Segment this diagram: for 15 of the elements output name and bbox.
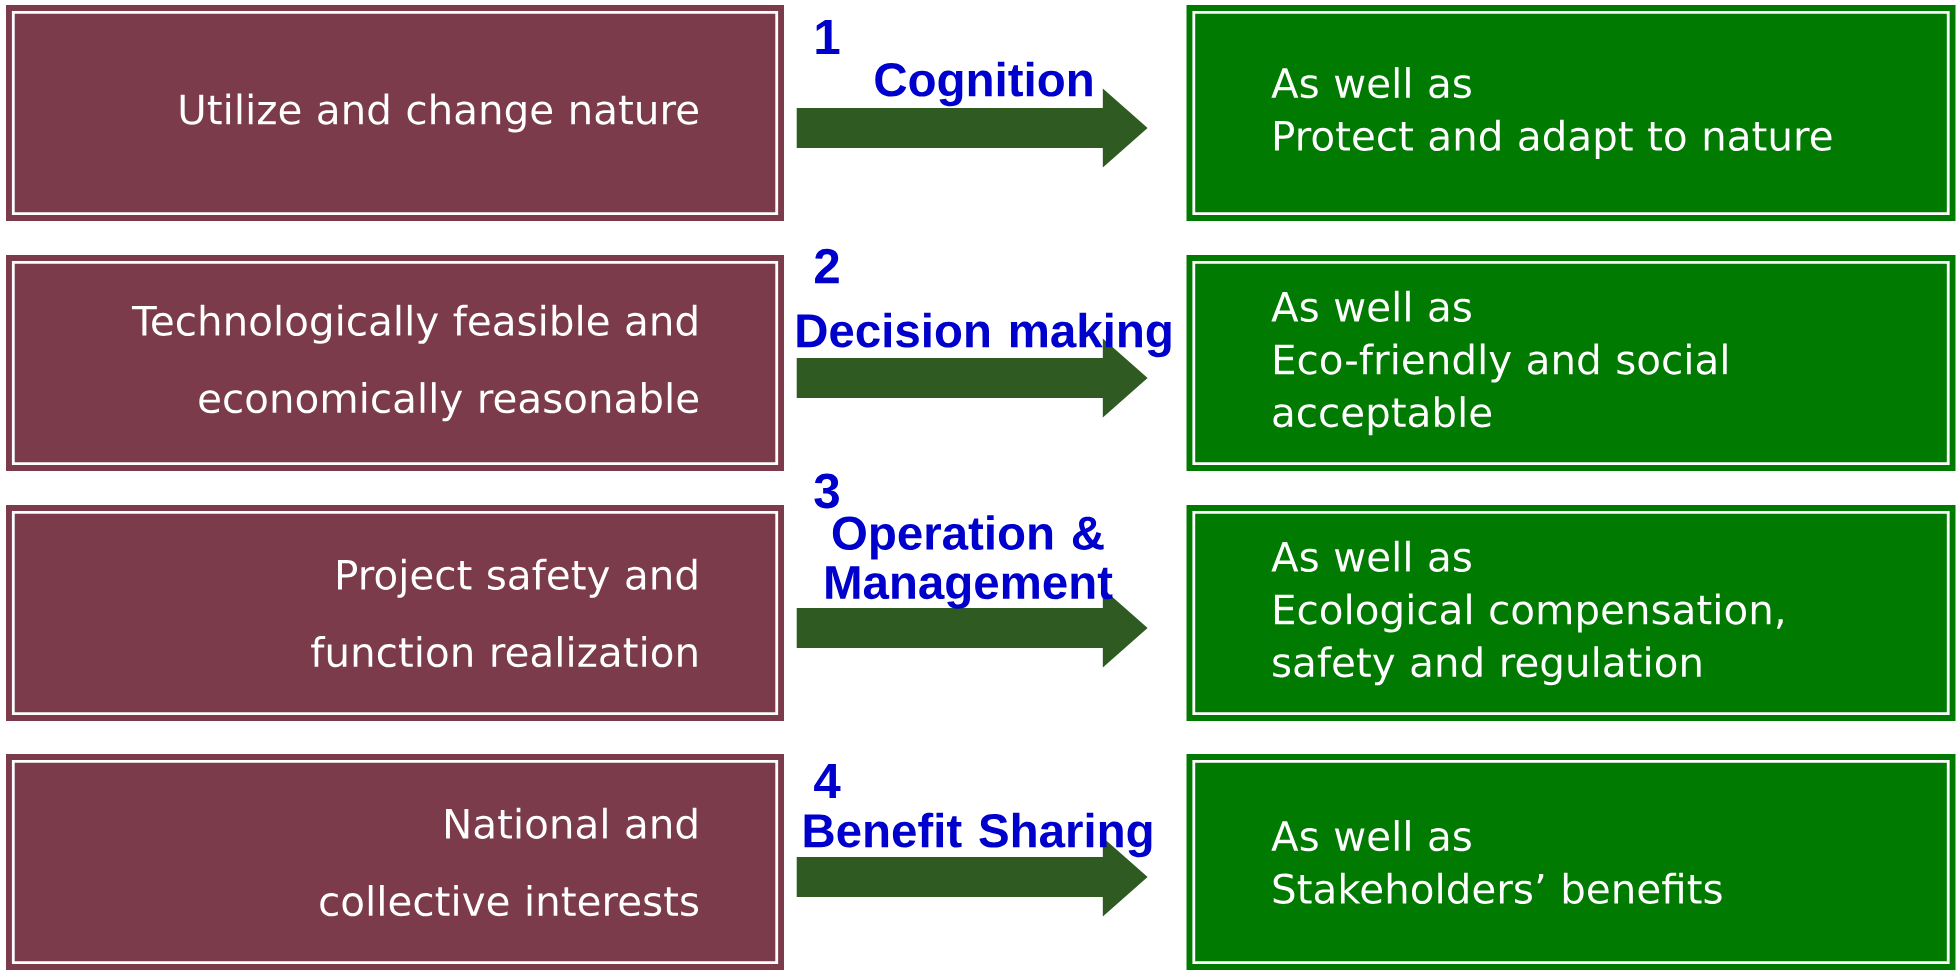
statement-box: National and collective interests — [6, 754, 784, 970]
statement-box: Utilize and change nature — [6, 5, 784, 221]
step-number: 4 — [814, 764, 841, 798]
edge-label: Benefit Sharing — [804, 812, 1152, 858]
edge-label: Decision making — [797, 312, 1171, 358]
goal-box: As well as Stakeholders’ benefits — [1186, 754, 1956, 970]
step-number: 3 — [814, 473, 839, 509]
goal-box: As well as Eco-friendly and social acceptable — [1186, 255, 1956, 471]
goal-box: As well as Ecological compensation, safety and regulation — [1186, 505, 1956, 721]
statement-box: Project safety and function realization — [6, 505, 784, 721]
goal-box: As well as Protect and adapt to nature — [1186, 5, 1956, 221]
statement-box: Technologically feasible and economically reasonable — [6, 255, 784, 471]
edge-label: Operation & Management — [826, 515, 1113, 609]
step-number: 2 — [815, 248, 839, 284]
edge-label: Cognition — [875, 61, 1092, 107]
